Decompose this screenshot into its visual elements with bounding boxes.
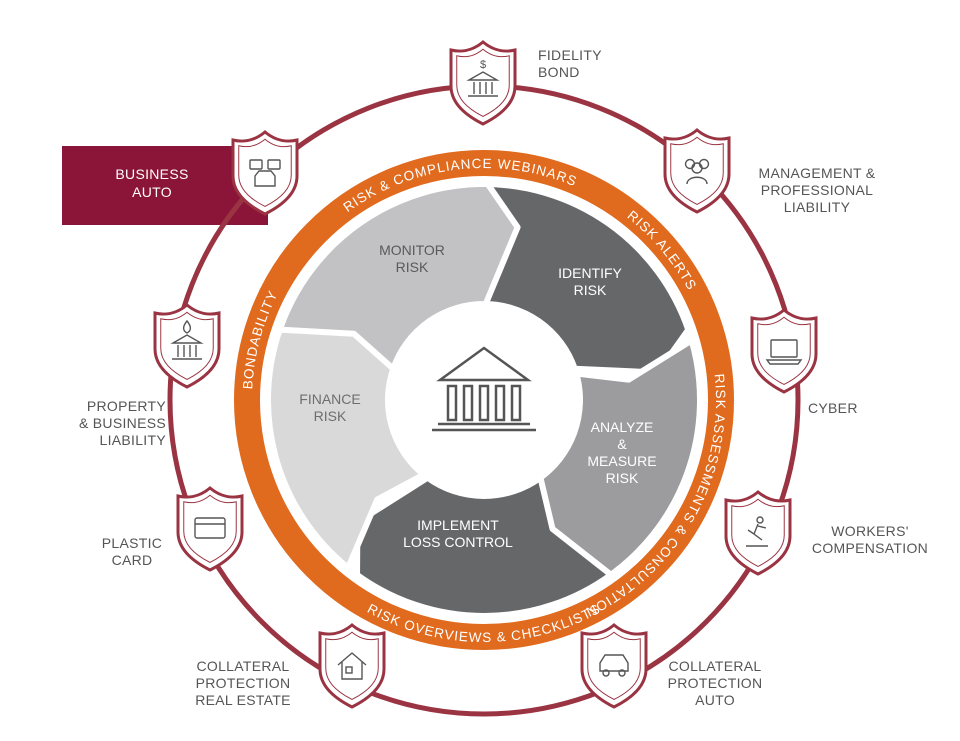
coverage-label-workers-compensation: WORKERS' COMPENSATION bbox=[811, 523, 929, 556]
services-ring bbox=[234, 150, 734, 650]
coverage-label-collateral-protection-real-estate: COLLATERAL PROTECTION REAL ESTATE bbox=[195, 658, 291, 708]
shield-workers-compensation bbox=[724, 490, 792, 576]
shield-cyber bbox=[750, 308, 818, 394]
vehicles-icon bbox=[249, 159, 281, 187]
house-icon bbox=[337, 652, 367, 680]
coverage-label-management-professional-liability: MANAGEMENT & PROFESSIONAL LIABILITY bbox=[758, 165, 876, 215]
people-icon bbox=[684, 158, 710, 185]
shield-collateral-real-estate bbox=[318, 623, 386, 709]
coverage-label-plastic-card: PLASTIC CARD bbox=[101, 535, 163, 568]
credit-card-icon bbox=[194, 517, 226, 539]
coverage-label-property-business-liability: PROPERTY & BUSINESS LIABILITY bbox=[78, 398, 166, 448]
bank-icon bbox=[432, 346, 536, 432]
coverage-label-fidelity-bond: FIDELITY BOND bbox=[538, 47, 602, 80]
coverage-label-collateral-protection-auto: COLLATERAL PROTECTION AUTO bbox=[667, 658, 763, 708]
falling-worker-icon bbox=[746, 516, 768, 547]
bank-dollar-icon: $ bbox=[466, 59, 500, 97]
center-disc bbox=[388, 304, 580, 496]
svg-text:$: $ bbox=[480, 59, 486, 71]
shield-business-auto bbox=[231, 130, 299, 216]
bank-fire-icon bbox=[170, 319, 204, 360]
shield-property-liability bbox=[153, 303, 221, 389]
shield-plastic-card bbox=[176, 486, 244, 572]
coverage-label-cyber: CYBER bbox=[808, 400, 858, 416]
shield-collateral-auto bbox=[580, 623, 648, 709]
coverage-label-business-auto: BUSINESS AUTO bbox=[115, 166, 189, 200]
laptop-icon bbox=[765, 339, 803, 365]
car-icon bbox=[599, 654, 629, 677]
shield-management-liability bbox=[663, 128, 731, 214]
shield-fidelity-bond: $ bbox=[449, 40, 517, 126]
